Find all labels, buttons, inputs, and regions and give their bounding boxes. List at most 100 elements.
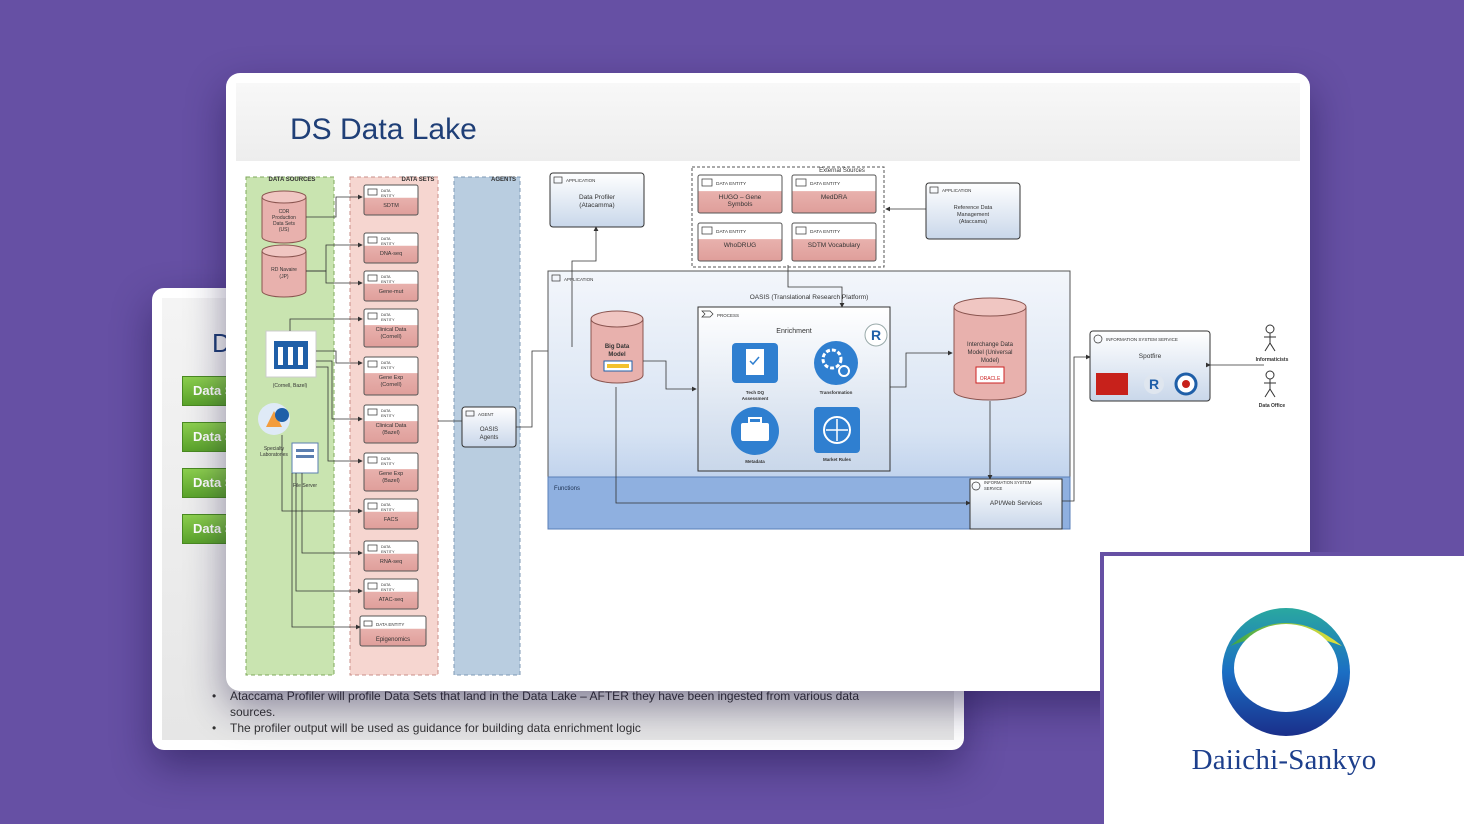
entity-table-icon <box>367 408 378 416</box>
svg-text:API/Web Services: API/Web Services <box>990 500 1043 507</box>
entity-name: (Cornell) <box>380 382 401 388</box>
slide-title: DS Data Lake <box>290 113 477 146</box>
entity-name: Clinical Data <box>376 423 408 429</box>
entity-table-icon <box>367 312 378 320</box>
svg-text:INFORMATION SYSTEM SERVICE: INFORMATION SYSTEM SERVICE <box>1106 337 1178 342</box>
svg-text:Spotfire: Spotfire <box>1139 353 1162 360</box>
svg-text:DATA ENTITY: DATA ENTITY <box>810 181 841 187</box>
entity-table-icon <box>367 456 378 464</box>
svg-text:Big Data: Big Data <box>605 344 630 350</box>
svg-text:DATA ENTITY: DATA ENTITY <box>810 229 841 235</box>
svg-text:ENTITY: ENTITY <box>381 318 395 322</box>
svg-text:R: R <box>871 327 881 343</box>
bigdata-to-profiler-arrow <box>571 226 599 347</box>
svg-text:HUGO – Gene: HUGO – Gene <box>719 194 762 201</box>
entity-epigenomics: DATA ENTITY Epigenomics <box>359 615 427 647</box>
svg-text:ENTITY: ENTITY <box>381 280 395 284</box>
svg-text:Data Sets: Data Sets <box>273 221 295 227</box>
svg-text:Model (Universal: Model (Universal <box>967 350 1012 356</box>
svg-text:(Atacamma): (Atacamma) <box>579 202 614 209</box>
slide-header <box>236 83 1300 161</box>
svg-text:OASIS (Translational Research: OASIS (Translational Research Platform) <box>750 294 869 301</box>
entity-name: Gene Exp <box>379 471 403 477</box>
interchange-data-model-db: Interchange Data Model (Universal Model)… <box>953 297 1027 401</box>
svg-text:Agents: Agents <box>480 435 499 441</box>
svg-text:DATA: DATA <box>381 409 391 413</box>
svg-text:Specialty: Specialty <box>264 446 285 452</box>
spotfire-service-box: INFORMATION SYSTEM SERVICE Spotfire R <box>1089 330 1211 402</box>
svg-text:DATA: DATA <box>381 275 391 279</box>
external-entity-meddra: DATA ENTITY MedDRA <box>791 174 877 214</box>
svg-text:APPLICATION: APPLICATION <box>942 188 971 193</box>
external-to-enrichment-arrow <box>787 265 845 308</box>
svg-text:MedDRA: MedDRA <box>821 194 848 201</box>
svg-text:DATA ENTITY: DATA ENTITY <box>376 622 404 627</box>
svg-text:ENTITY: ENTITY <box>381 414 395 418</box>
svg-text:DATA: DATA <box>381 313 391 317</box>
svg-text:DATA: DATA <box>381 361 391 365</box>
market-rules-icon: Market Rules <box>814 407 860 462</box>
svg-text:ENTITY: ENTITY <box>381 508 395 512</box>
svg-text:WhoDRUG: WhoDRUG <box>724 242 757 249</box>
svg-text:Assessment: Assessment <box>742 396 769 401</box>
entity-name: FACS <box>384 517 399 523</box>
cdr-database: CDR Production Data Sets (US) <box>261 190 307 244</box>
svg-text:Data Profiler: Data Profiler <box>579 194 616 201</box>
reference-data-box: APPLICATION Reference Data Management (A… <box>925 182 1021 240</box>
entity-name: SDTM <box>383 203 399 209</box>
svg-text:Functions: Functions <box>554 486 580 492</box>
laboratory-icon: Specialty Laboratories <box>258 403 290 458</box>
enrichment-process-box: PROCESS Enrichment R <box>697 306 891 472</box>
svg-text:APPLICATION: APPLICATION <box>564 277 593 282</box>
svg-text:INFORMATION SYSTEM: INFORMATION SYSTEM <box>984 480 1032 485</box>
back-slide-bullets: Ataccama Profiler will profile Data Sets… <box>212 688 872 736</box>
svg-text:RD Navaire: RD Navaire <box>271 267 297 273</box>
rd-database: RD Navaire (JP) <box>261 244 307 298</box>
informaticists-label: Informaticists <box>1256 357 1289 363</box>
svg-text:(JP): (JP) <box>279 274 289 280</box>
entity-table-icon <box>367 188 378 196</box>
entity-name: ATAC-seq <box>379 597 404 603</box>
svg-text:DATA: DATA <box>381 583 391 587</box>
data-set-entities: DATAENTITYSDTMDATAENTITYDNA-seqDATAENTIT… <box>363 184 419 610</box>
architecture-diagram: DATA SOURCES DATA SETS AGENTS CDR Produc… <box>245 166 1289 676</box>
svg-text:PROCESS: PROCESS <box>717 313 739 318</box>
entity-name: DNA-seq <box>380 251 402 257</box>
source-connectors <box>281 194 363 630</box>
file-server-icon: File Server <box>291 442 319 489</box>
svg-text:(US): (US) <box>279 227 290 233</box>
svg-text:ORACLE: ORACLE <box>980 376 1001 382</box>
entity-name: Clinical Data <box>376 327 408 333</box>
svg-text:Metadata: Metadata <box>745 459 765 464</box>
big-data-model-db: Big Data Model <box>590 310 644 384</box>
svg-text:DATA: DATA <box>381 545 391 549</box>
svg-text:External Sources: External Sources <box>819 168 865 174</box>
svg-text:Epigenomics: Epigenomics <box>376 637 410 643</box>
svg-text:AGENT: AGENT <box>478 412 494 417</box>
oasis-agents-box: AGENT OASIS Agents <box>461 406 517 448</box>
entity-name: RNA-seq <box>380 559 402 565</box>
entity-table-icon <box>367 544 378 552</box>
svg-text:CDR: CDR <box>279 209 290 215</box>
svg-text:DATA: DATA <box>381 457 391 461</box>
svg-text:OASIS: OASIS <box>480 427 498 433</box>
entity-name: Gene-mut <box>379 289 404 295</box>
bigdata-to-enrichment-arrow <box>643 360 697 392</box>
entity-table-icon <box>367 274 378 282</box>
svg-text:DATA: DATA <box>381 503 391 507</box>
logo-wordmark: Daiichi-Sankyo <box>1191 744 1377 776</box>
svg-text:ENTITY: ENTITY <box>381 242 395 246</box>
svg-text:ENTITY: ENTITY <box>381 366 395 370</box>
svg-text:DATA ENTITY: DATA ENTITY <box>716 181 747 187</box>
metadata-briefcase-icon: Metadata <box>731 407 779 464</box>
